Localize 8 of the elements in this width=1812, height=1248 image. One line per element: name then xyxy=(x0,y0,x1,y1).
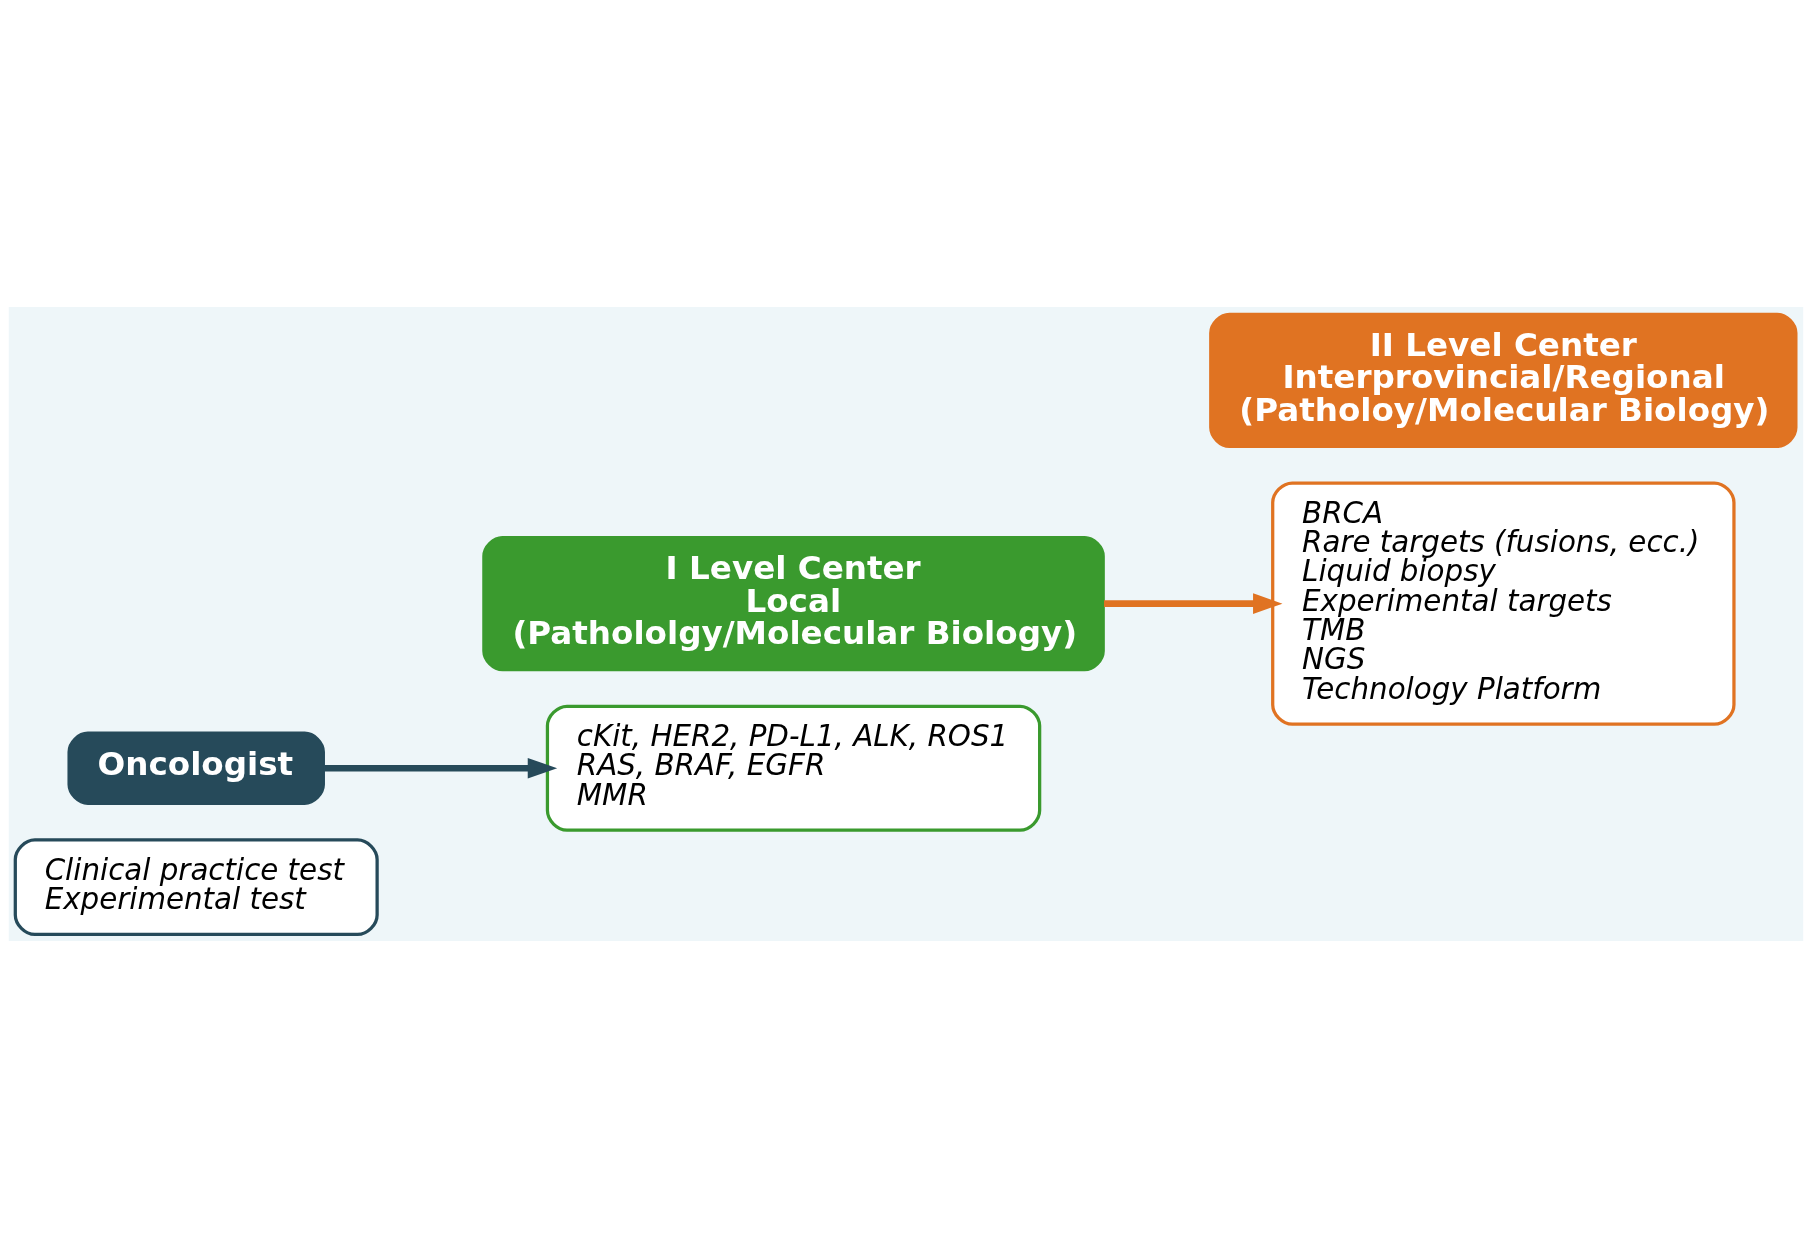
node-box: BRCA Rare targets (fusions, ecc.) Liquid biopsy Experimental targets TMB NGS Technology Platform xyxy=(1271,481,1736,726)
node-box: I Level Center Local (Pathololgy/Molecular Biology) xyxy=(482,536,1105,672)
node-box: Oncologist xyxy=(67,731,325,805)
arrow xyxy=(324,757,558,779)
node-box: cKit, HER2, PD-L1, ALK, ROS1 RAS, BRAF, EGFR MMR xyxy=(545,704,1042,832)
node-box: Clinical practice test Experimental test xyxy=(13,838,379,937)
node-box: II Level Center Interprovincial/Regional (Patholoy/Molecular Biology) xyxy=(1209,312,1798,448)
arrow xyxy=(1104,593,1283,614)
